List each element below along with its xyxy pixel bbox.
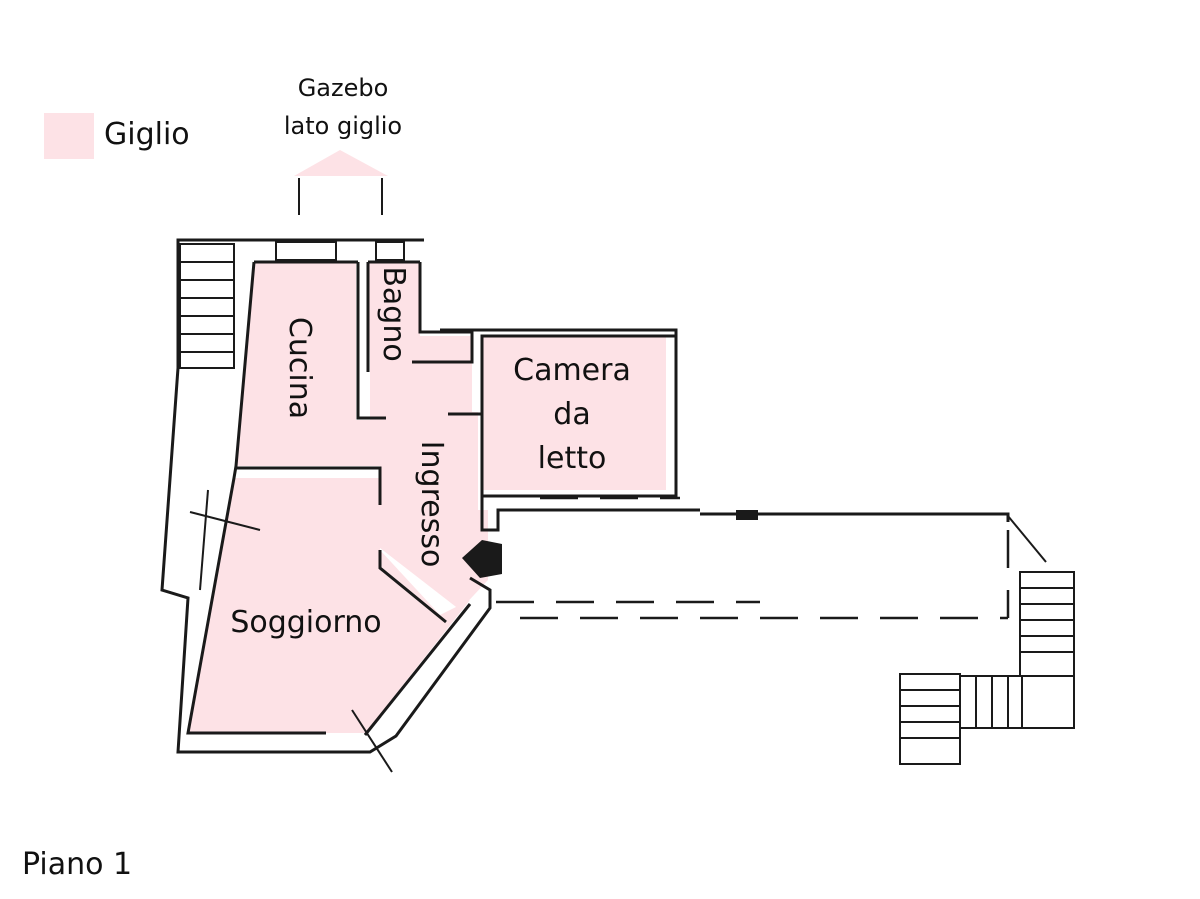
entrance-marker bbox=[462, 540, 502, 578]
terrace-post bbox=[736, 510, 758, 520]
wall-soggiorno-diag bbox=[378, 550, 447, 624]
label-camera-line1: Camera bbox=[513, 353, 631, 388]
wall-cucina-bottom bbox=[236, 466, 382, 505]
gazebo-roof bbox=[294, 150, 388, 176]
window-soggiorno bbox=[189, 511, 261, 531]
floor-label: Piano 1 bbox=[22, 847, 132, 882]
room-ingresso bbox=[370, 362, 488, 610]
label-camera-line3: letto bbox=[538, 441, 607, 476]
inner-wall-left bbox=[186, 261, 326, 735]
outer-wall-left bbox=[160, 238, 424, 754]
gazebo-label-line1: Gazebo bbox=[298, 74, 389, 102]
wall-outer-diag bbox=[326, 576, 492, 754]
wall-bagno-right bbox=[412, 262, 474, 364]
label-cucina: Cucina bbox=[282, 317, 317, 419]
wall-ingresso-right bbox=[480, 496, 700, 532]
terrace-diag bbox=[1007, 515, 1047, 563]
legend-swatch bbox=[44, 113, 94, 159]
stair-right-lower bbox=[899, 673, 961, 765]
legend-label: Giglio bbox=[104, 117, 190, 152]
wall-inner-diag bbox=[363, 603, 472, 736]
label-soggiorno: Soggiorno bbox=[230, 605, 381, 640]
stair-left bbox=[179, 243, 235, 369]
window-cucina bbox=[275, 241, 337, 261]
wall-soggiorno-left-line bbox=[199, 489, 209, 591]
room-cucina bbox=[236, 262, 380, 466]
terrace-top bbox=[700, 512, 1010, 522]
wall-cucina-right bbox=[356, 262, 386, 420]
stair-right-landing bbox=[959, 675, 1075, 729]
label-ingresso: Ingresso bbox=[414, 441, 449, 568]
gazebo-label-line2: lato giglio bbox=[284, 112, 402, 140]
wall-camera bbox=[440, 328, 678, 498]
window-bagno bbox=[375, 241, 405, 261]
room-camera bbox=[482, 336, 666, 490]
label-camera-line2: da bbox=[553, 397, 590, 432]
stair-right-upper bbox=[1019, 571, 1075, 677]
room-soggiorno bbox=[188, 478, 470, 733]
window-soggiorno-bottom bbox=[351, 709, 393, 773]
label-bagno: Bagno bbox=[376, 266, 411, 361]
